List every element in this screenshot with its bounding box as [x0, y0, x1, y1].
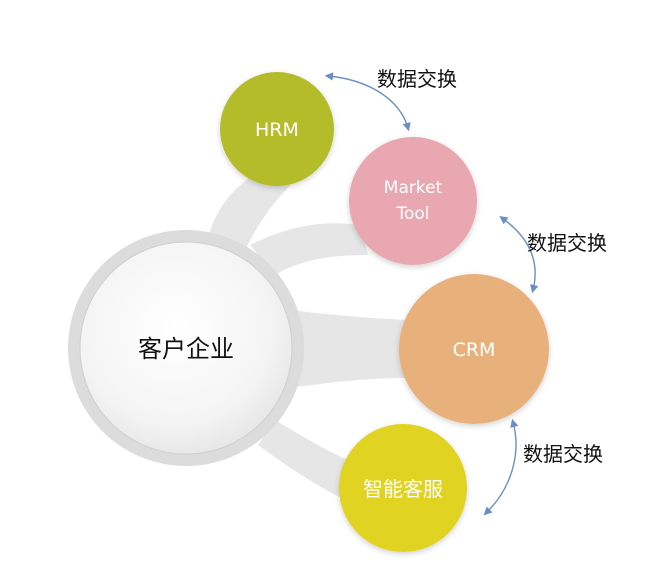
- node-service-label: 智能客服: [363, 477, 443, 501]
- connector-market-tool: [250, 223, 368, 275]
- node-crm: CRM: [399, 274, 549, 424]
- node-hrm-label: HRM: [255, 119, 299, 141]
- exchange-arrow-crm-service: [483, 418, 519, 516]
- node-crm-label: CRM: [453, 339, 496, 361]
- exchange-label-crm-service: 数据交换: [523, 442, 603, 466]
- node-crm-circle: [399, 274, 549, 424]
- node-hrm-circle: [220, 72, 334, 186]
- node-market-tool: Market Tool: [349, 137, 477, 265]
- node-market-tool-label-line2: Tool: [395, 204, 429, 224]
- node-market-tool-circle: [349, 137, 477, 265]
- node-market-tool-label-line1: Market: [384, 178, 443, 198]
- exchange-arrow-market-crm: [499, 216, 539, 294]
- center-node: 客户企业: [68, 230, 304, 466]
- exchange-labels: 数据交换 数据交换 数据交换: [377, 67, 607, 466]
- connector-service: [258, 420, 352, 500]
- exchange-label-market-crm: 数据交换: [527, 231, 607, 255]
- exchange-arrow-hrm-market: [324, 72, 411, 132]
- center-label: 客户企业: [138, 335, 234, 363]
- connector-crm: [290, 310, 405, 388]
- exchange-label-hrm-market: 数据交换: [377, 67, 457, 91]
- exchange-arrows: [324, 72, 539, 516]
- node-hrm: HRM: [220, 72, 334, 186]
- node-service: 智能客服: [339, 424, 467, 552]
- center-body: [79, 241, 293, 455]
- node-service-circle: [339, 424, 467, 552]
